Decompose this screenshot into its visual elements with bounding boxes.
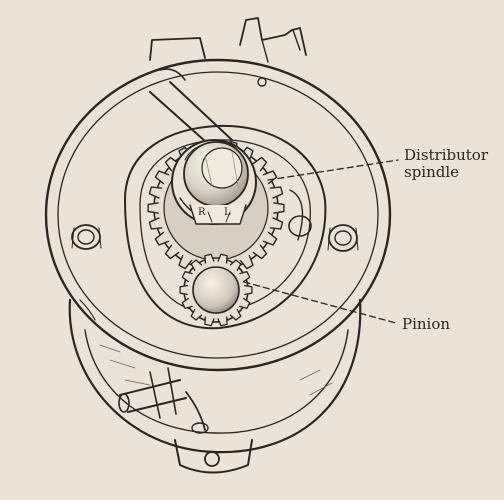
- mounting-hole-right: [327, 224, 359, 252]
- pinion-gear: [179, 253, 253, 327]
- upper-bracket: [149, 17, 307, 87]
- bottom-lug: [174, 439, 253, 474]
- leader-line-distributor: [267, 159, 399, 181]
- oil-pipe: [118, 367, 209, 434]
- leader-line-pinion: [243, 281, 397, 324]
- tab-hole-right: [288, 215, 312, 237]
- rotor-arm: [189, 204, 247, 225]
- distributor-spindle-label-line1: Distributor: [404, 146, 489, 164]
- pinion-label-text: Pinion: [402, 315, 451, 333]
- distributor-spindle-label-line2: spindle: [404, 163, 460, 181]
- pinion-label: Pinion: [402, 316, 450, 333]
- mounting-hole-left: [71, 224, 102, 250]
- rotor-mark-l: L: [224, 207, 231, 218]
- outer-flange: [44, 58, 392, 372]
- rotor-mark-r: R: [198, 207, 206, 218]
- distributor-spindle-label: Distributor spindle: [404, 147, 488, 181]
- inner-recess: [124, 124, 327, 330]
